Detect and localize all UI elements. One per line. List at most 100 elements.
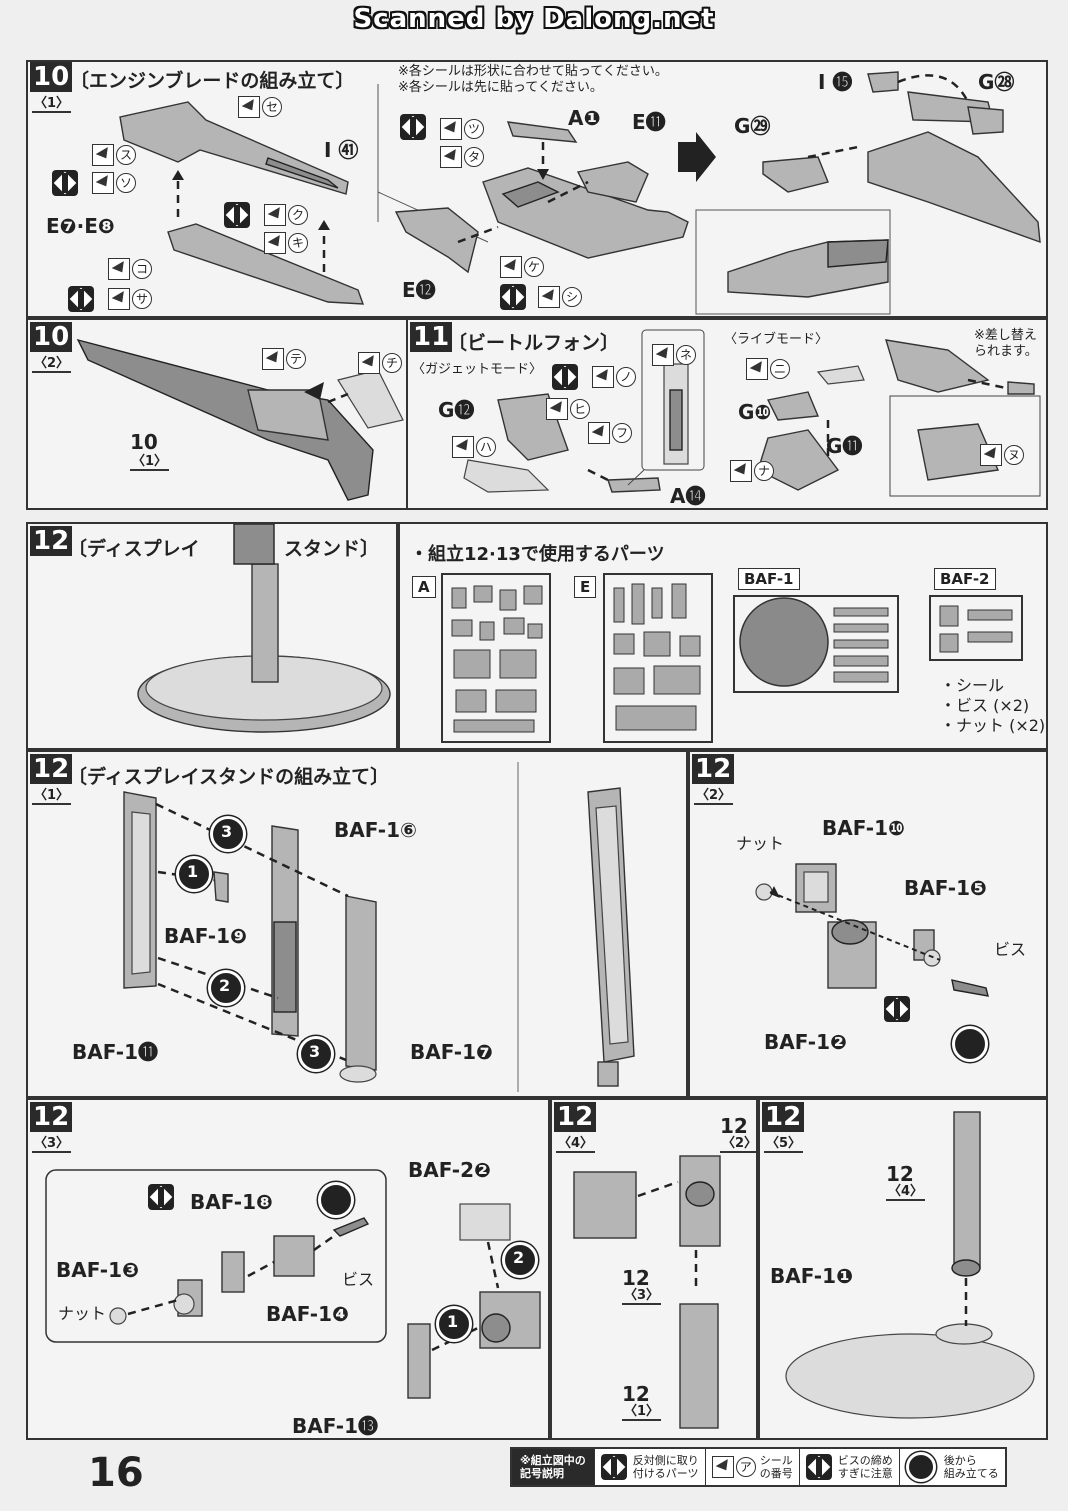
runner-sprues-diagram bbox=[441, 573, 1023, 743]
step-number: 10 bbox=[30, 62, 73, 92]
legend-screw-caution: ビスの締め すぎに注意 bbox=[798, 1449, 899, 1485]
reverse-side-icon bbox=[400, 114, 426, 140]
reverse-side-icon bbox=[68, 286, 94, 312]
part-label-baf15: BAF-1❺ bbox=[904, 876, 987, 900]
seq-number: 1 bbox=[447, 1312, 459, 1331]
legend-heading: ※組立図中の 記号説明 bbox=[512, 1449, 594, 1485]
panel-step12-stand: 12 〔ディスプレイ スタンド〕 bbox=[26, 522, 398, 750]
sticker-number-ki: キ bbox=[288, 233, 308, 253]
legend-assemble-later: 後から 組み立てる bbox=[898, 1449, 1005, 1485]
seq-number: 3 bbox=[309, 1042, 321, 1061]
label-nut: ナット bbox=[58, 1304, 107, 1323]
ref-sub-step: 〈3〉 bbox=[622, 1288, 662, 1305]
panel-parts-list: ・組立12·13で使用するパーツ A E BAF-1 BAF-2 ・シール ・ビ… bbox=[398, 522, 1048, 750]
sticker-icon bbox=[92, 172, 114, 194]
legend-text: シール の番号 bbox=[759, 1454, 793, 1480]
legend-text: 反対側に取り 付けるパーツ bbox=[632, 1454, 699, 1480]
sub-step: 〈2〉 bbox=[32, 356, 72, 373]
sticker-icon bbox=[358, 352, 380, 374]
part-label-baf22: BAF-2❷ bbox=[408, 1158, 491, 1182]
panel-step12-3: 12 〈3〉 BAF-1❽ BAF-1❸ ナット ビス BAF-1❹ BAF-2… bbox=[26, 1098, 550, 1440]
stand-joint-diagram bbox=[45, 1169, 541, 1399]
ref-sub-step: 〈4〉 bbox=[886, 1184, 926, 1201]
part-label-baf14: BAF-1❹ bbox=[266, 1302, 349, 1326]
sticker-icon bbox=[264, 204, 286, 226]
sticker-icon bbox=[746, 358, 768, 380]
seq-number: 3 bbox=[221, 822, 233, 841]
screw-caution-icon bbox=[805, 1454, 832, 1480]
part-label-g28: G㉘ bbox=[978, 70, 1015, 94]
sub-step: 〈1〉 bbox=[32, 788, 72, 805]
reverse-side-icon bbox=[52, 170, 78, 196]
sticker-number-ta: タ bbox=[464, 147, 484, 167]
part-label-e12: E⓬ bbox=[402, 278, 436, 302]
symbol-legend: ※組立図中の 記号説明 反対側に取り 付けるパーツ ア シール の番号 ビスの締… bbox=[510, 1447, 1007, 1487]
part-label-baf17: BAF-1❼ bbox=[410, 1040, 493, 1064]
part-label-g10: G❿ bbox=[738, 400, 772, 424]
sticker-number-hi: ヒ bbox=[570, 399, 590, 419]
sticker-number-a: ア bbox=[735, 1457, 756, 1477]
sticker-icon bbox=[262, 348, 284, 370]
ref-sub-step: 〈1〉 bbox=[130, 454, 170, 471]
sticker-icon bbox=[500, 256, 522, 278]
part-label-g12: G⓬ bbox=[438, 398, 475, 422]
ref-sub-step: 〈1〉 bbox=[622, 1404, 662, 1421]
runner-label-baf2: BAF-2 bbox=[934, 568, 996, 590]
engine-blade-diagram bbox=[119, 71, 1041, 315]
blade-assembly-diagram bbox=[76, 338, 404, 501]
ref-step-number: 12 bbox=[622, 1266, 650, 1290]
sticker-icon bbox=[592, 366, 614, 388]
ref-step-number: 12 bbox=[720, 1114, 748, 1138]
sticker-number-nu: ヌ bbox=[1004, 445, 1024, 465]
sticker-number-se: セ bbox=[262, 97, 282, 117]
joint-screw-diagram bbox=[755, 863, 989, 997]
extra-screws: ・ビス (×2) bbox=[940, 696, 1030, 715]
reverse-side-icon bbox=[224, 202, 250, 228]
legend-text: ビスの締め すぎに注意 bbox=[837, 1454, 893, 1480]
part-label-baf16: BAF-1⑥ bbox=[334, 818, 417, 842]
sticker-number-chi: チ bbox=[382, 353, 402, 373]
step-number: 12 bbox=[30, 526, 73, 556]
assemble-later-icon bbox=[905, 1452, 936, 1482]
sticker-number-ni: ニ bbox=[770, 359, 790, 379]
ref-sub-step: 〈2〉 bbox=[720, 1136, 760, 1153]
sub-step: 〈5〉 bbox=[764, 1136, 804, 1153]
seq-2: 2 bbox=[502, 1242, 538, 1278]
gadget-mode-label: 〈ガジェットモード〉 bbox=[412, 362, 543, 377]
sub-step: 〈1〉 bbox=[32, 96, 72, 113]
sticker-number-ke: ケ bbox=[524, 257, 544, 277]
sticker-icon bbox=[108, 288, 130, 310]
seq-2: 2 bbox=[208, 970, 244, 1006]
panel-step12-5: 12 〈5〉 12 〈4〉 BAF-1❶ bbox=[758, 1098, 1048, 1440]
sub-step: 〈3〉 bbox=[32, 1136, 72, 1153]
reverse-side-icon bbox=[552, 364, 578, 390]
parts-heading: ・組立12·13で使用するパーツ bbox=[410, 544, 665, 565]
sticker-number-ko: コ bbox=[132, 259, 152, 279]
step-number: 12 bbox=[30, 1102, 73, 1132]
ref-step-number: 12 bbox=[622, 1382, 650, 1406]
step-number: 12 bbox=[762, 1102, 805, 1132]
sticker-icon bbox=[264, 232, 286, 254]
reverse-side-icon bbox=[600, 1454, 627, 1480]
seq-number: 1 bbox=[187, 862, 199, 881]
part-label-a1: A❶ bbox=[568, 106, 601, 130]
step-number: 11 bbox=[410, 322, 453, 352]
note-2: ※各シールは先に貼ってください。 bbox=[398, 80, 603, 95]
seq-1: 1 bbox=[436, 1306, 472, 1342]
sticker-number-no: ノ bbox=[616, 367, 636, 387]
note-1: ※各シールは形状に合わせて貼ってください。 bbox=[398, 64, 668, 79]
sticker-icon bbox=[92, 144, 114, 166]
ref-step-number: 10 bbox=[130, 430, 158, 454]
label-nut: ナット bbox=[736, 834, 785, 853]
sticker-icon bbox=[588, 422, 610, 444]
sticker-number-fu: フ bbox=[612, 423, 632, 443]
sticker-icon bbox=[452, 436, 474, 458]
runner-label-e: E bbox=[574, 576, 597, 598]
scan-banner: Scanned by Dalong.net bbox=[353, 4, 715, 34]
panel-step12-1: 12 〈1〉 〔ディスプレイスタンドの組み立て〕 3 1 2 3 BAF-1⑥ … bbox=[26, 750, 688, 1098]
runner-label-baf1: BAF-1 bbox=[738, 568, 800, 590]
part-label-baf18: BAF-1❽ bbox=[190, 1190, 273, 1214]
seq-number: 2 bbox=[513, 1248, 525, 1267]
part-label-baf13: BAF-1❸ bbox=[56, 1258, 139, 1282]
panel-step10-1: 10 〈1〉 〔エンジンブレードの組み立て〕 ※各シールは形状に合わせて貼ってく… bbox=[26, 60, 1048, 318]
